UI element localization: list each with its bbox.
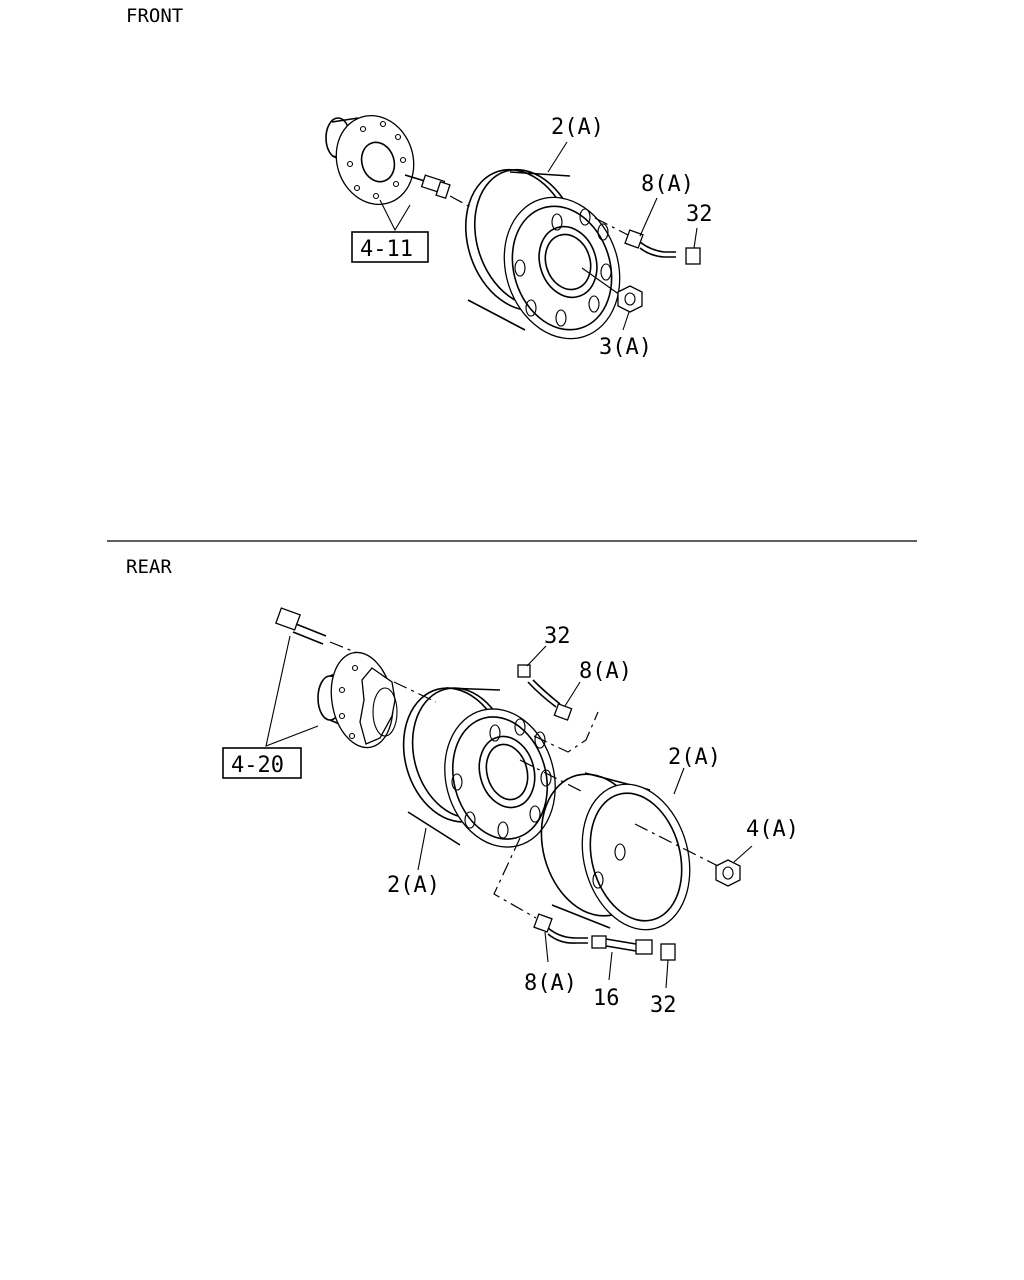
section-title-front: FRONT (126, 5, 183, 27)
front-wheel (464, 168, 621, 340)
rear-nut (715, 859, 741, 887)
rear-hub (317, 651, 437, 749)
leader-rear-cap-top (526, 645, 547, 667)
ref-box-4-11 (351, 231, 429, 263)
rear-inner-wheel (402, 687, 556, 848)
callout-front-nut: 3(A) (599, 335, 652, 360)
leader-rear-outer-wheel (673, 767, 685, 795)
ref-box-4-20-label: 4-20 (231, 753, 284, 778)
leader-ref-4-11 (379, 199, 411, 232)
section-title-rear: REAR (126, 556, 172, 578)
leader-rear-valve-top (564, 681, 581, 707)
callout-rear-extension: 16 (593, 986, 620, 1011)
callout-rear-cap-bottom: 32 (650, 993, 677, 1018)
leader-cap (693, 227, 698, 249)
rear-valve-top (527, 679, 573, 721)
leader-valve (639, 197, 658, 237)
front-valve-cap (685, 247, 701, 265)
rear-valve-bottom (533, 913, 588, 944)
front-nut (581, 267, 643, 313)
ref-box-4-11-label: 4-11 (360, 237, 413, 262)
ref-box-4-20 (222, 747, 302, 779)
callout-rear-inner-wheel: 2(A) (387, 873, 440, 898)
rear-outer-wheel (540, 772, 691, 931)
callout-rear-valve-top: 8(A) (579, 659, 632, 684)
leader-wheel (547, 141, 568, 173)
rear-valve-cap-top (517, 664, 531, 678)
leader-rear-cap-bottom (665, 959, 669, 989)
front-assembly: 4-11 2(A) 8(A) 32 3(A) (325, 114, 713, 360)
callout-rear-cap-top: 32 (544, 624, 571, 649)
callout-front-wheel: 2(A) (551, 115, 604, 140)
leader-rear-nut (733, 845, 753, 863)
leader-nut (622, 311, 630, 331)
rear-assembly: 4-20 32 8(A) 2(A) 4(A) 2(A) 8(A) 16 32 (222, 607, 799, 1018)
front-valve (594, 217, 676, 258)
rear-extension (591, 935, 653, 955)
leader-rear-extension (608, 951, 613, 981)
callout-front-cap: 32 (686, 202, 713, 227)
callout-rear-outer-wheel: 2(A) (668, 745, 721, 770)
leader-ref-4-20 (265, 635, 319, 747)
front-hub (325, 114, 415, 206)
callout-front-valve: 8(A) (641, 172, 694, 197)
rear-valve-cap-bottom (660, 943, 676, 961)
callout-rear-valve-bottom: 8(A) (524, 971, 577, 996)
rear-stud (275, 607, 361, 655)
callout-rear-nut: 4(A) (746, 817, 799, 842)
leader-rear-valve-bottom (544, 931, 549, 963)
leader-rear-inner-wheel (417, 827, 427, 871)
front-stud (404, 174, 473, 209)
